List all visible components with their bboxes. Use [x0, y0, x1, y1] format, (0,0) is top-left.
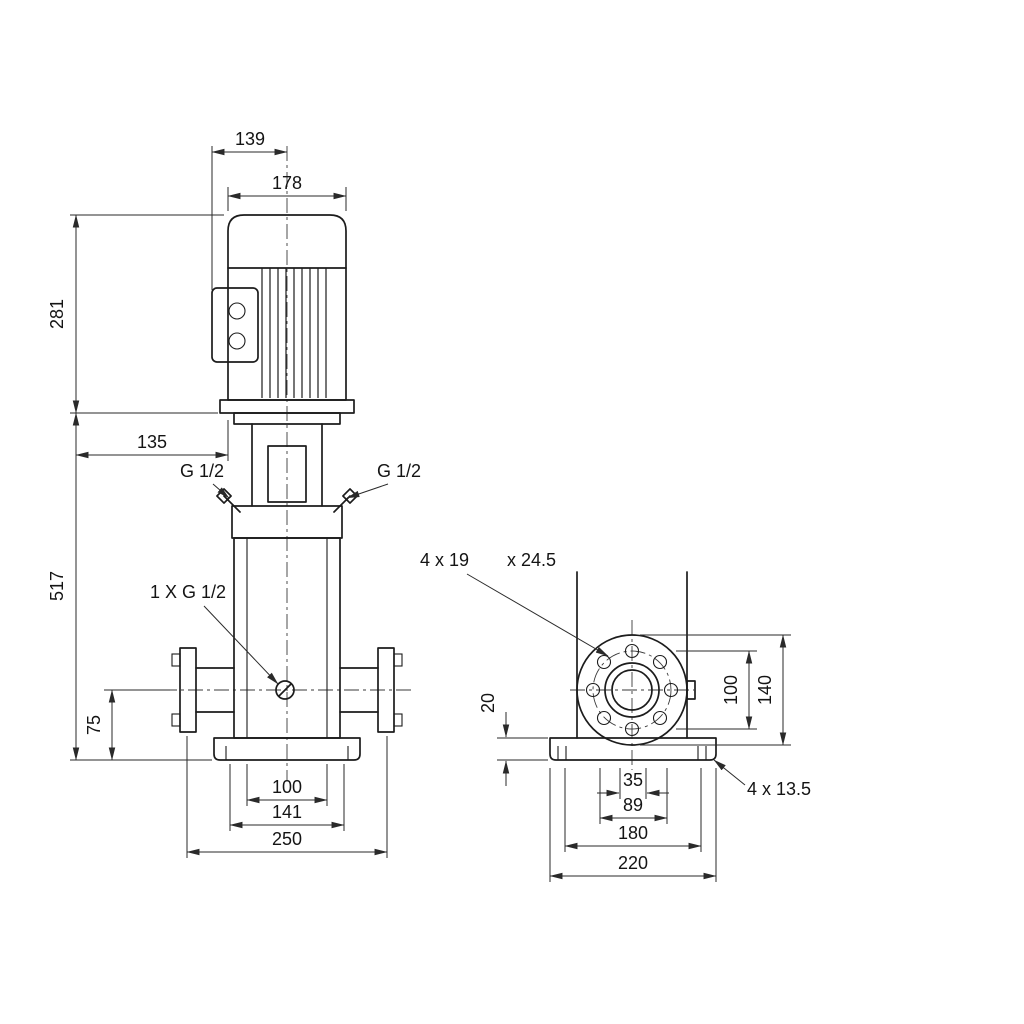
- gauge-right-leader: [346, 483, 389, 499]
- dim-140-label: 140: [755, 675, 775, 705]
- dim-180: 180: [564, 768, 702, 852]
- drain-label: 1 X G 1/2: [150, 582, 226, 602]
- drain-port-label: 1 X G 1/2: [150, 582, 279, 685]
- dim-89: 89: [599, 768, 668, 824]
- base-holes-callout: 4 x 13.5: [713, 759, 811, 799]
- front-base-plate: [213, 737, 361, 761]
- dim-20-label: 20: [478, 693, 498, 713]
- side-column: [576, 571, 696, 739]
- motor-body: [227, 214, 347, 401]
- dim-220-label: 220: [618, 853, 648, 873]
- dim-178-label: 178: [272, 173, 302, 193]
- front-view: 139 178 281 517 135 75: [47, 129, 421, 858]
- dim-75: 75: [84, 689, 170, 761]
- dim-281: 281: [47, 214, 224, 414]
- flange-holes-callout: 4 x 19 x 24.5: [420, 550, 609, 657]
- base-holes-label: 4 x 13.5: [747, 779, 811, 799]
- dim-75-label: 75: [84, 715, 104, 735]
- dim-180-label: 180: [618, 823, 648, 843]
- dim-89-label: 89: [623, 795, 643, 815]
- dim-517-label: 517: [47, 571, 67, 601]
- bore: [611, 669, 653, 711]
- flange-face: [576, 634, 688, 746]
- dim-178: 178: [227, 173, 347, 211]
- dim-front-100: 100: [246, 764, 328, 806]
- terminal-box: [211, 287, 259, 363]
- raised-face: [604, 662, 660, 718]
- motor-stool: [251, 423, 323, 507]
- dim-250: 250: [186, 736, 388, 858]
- dim-135: 135: [75, 420, 229, 461]
- cooling-fins: [261, 268, 327, 398]
- side-base-plate: [549, 737, 717, 761]
- gauge-plug-right: [333, 495, 351, 513]
- gauge-left-label: G 1/2: [180, 461, 224, 481]
- dim-side-100-label: 100: [721, 675, 741, 705]
- dim-139-label: 139: [235, 129, 265, 149]
- coupling-guard: [267, 445, 307, 503]
- flange-holes-label: 4 x 19: [420, 550, 469, 570]
- flange-outer: [576, 634, 688, 746]
- dim-side-100: 100: [676, 650, 757, 730]
- motor-outline: [211, 214, 355, 425]
- base-holes-leader: [713, 759, 746, 786]
- gauge-port-label-left: G 1/2: [180, 461, 230, 499]
- dim-250-label: 250: [272, 829, 302, 849]
- dim-135-label: 135: [137, 432, 167, 452]
- dim-140: 140: [640, 634, 791, 746]
- front-centerlines: [162, 146, 412, 780]
- dim-35-label: 35: [623, 770, 643, 790]
- dim-front-100-label: 100: [272, 777, 302, 797]
- left-flange-disc: [179, 647, 197, 733]
- flange-counterbore-label: x 24.5: [507, 550, 556, 570]
- drain-leader: [203, 605, 279, 685]
- port-flanges: [171, 647, 403, 733]
- dim-220: 220: [549, 768, 717, 882]
- bolt-circle: [592, 650, 672, 730]
- dim-141: 141: [229, 764, 345, 831]
- motor-flange-lower: [233, 412, 341, 425]
- dim-20: 20: [478, 693, 548, 786]
- gauge-right-label: G 1/2: [377, 461, 421, 481]
- drain-plug-slot: [278, 683, 292, 697]
- flange-holes-leader: [466, 573, 609, 657]
- dim-139: 139: [211, 129, 288, 290]
- gauge-left-leader: [212, 483, 230, 499]
- dim-35: 35: [597, 768, 669, 799]
- dim-281-label: 281: [47, 299, 67, 329]
- side-view: 4 x 19 x 24.5 4 x 13.5 20 100 140: [420, 550, 811, 882]
- drain-plug: [275, 680, 295, 700]
- cable-entry-bottom: [228, 332, 246, 350]
- dim-517: 517: [47, 412, 212, 761]
- gauge-plug-left: [223, 495, 241, 513]
- cable-entry-top: [228, 302, 246, 320]
- gauge-port-label-right: G 1/2: [346, 461, 421, 499]
- bolt-holes: [585, 643, 679, 737]
- right-flange-disc: [377, 647, 395, 733]
- dim-141-label: 141: [272, 802, 302, 822]
